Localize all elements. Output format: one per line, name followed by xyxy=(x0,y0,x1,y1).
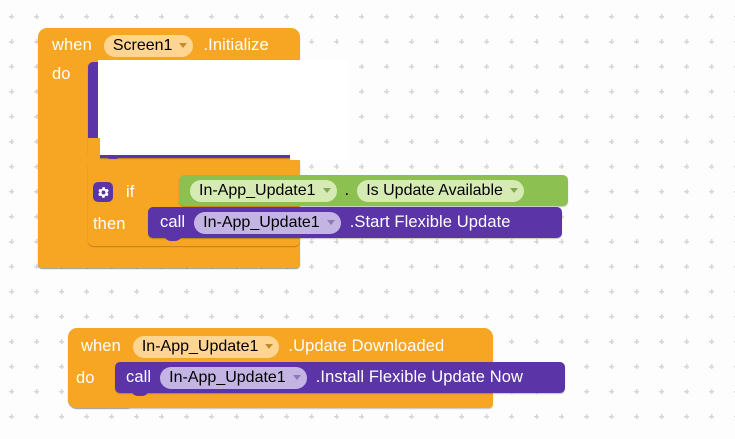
when-keyword: when xyxy=(52,36,92,54)
chevron-down-icon xyxy=(326,219,335,225)
if-block-upper-fill xyxy=(88,138,100,168)
statement-notch-occluded xyxy=(104,152,122,159)
property-dropdown-label: Is Update Available xyxy=(366,181,503,199)
call-keyword: call xyxy=(126,368,152,386)
chevron-down-icon xyxy=(322,187,331,193)
component-dropdown-label: In-App_Update1 xyxy=(141,337,259,355)
chevron-down-icon xyxy=(509,187,518,193)
white-occlusion-overlay-right xyxy=(290,62,348,160)
component-dropdown-inapp-update1-event[interactable]: In-App_Update1 xyxy=(132,335,280,358)
call-method-label: .Install Flexible Update Now xyxy=(315,368,524,386)
white-occlusion-overlay-lower xyxy=(98,60,348,68)
event-header-update-downloaded[interactable]: when In-App_Update1 .Update Downloaded xyxy=(81,334,444,359)
event-block-screen1-foot xyxy=(38,246,300,268)
statement-notch-then xyxy=(164,234,182,241)
do-socket-label-group1: do xyxy=(52,62,71,86)
property-getter-row[interactable]: In-App_Update1 . Is Update Available xyxy=(190,179,524,202)
chevron-down-icon xyxy=(179,42,188,48)
component-dropdown-inapp-update1-call2[interactable]: In-App_Update1 xyxy=(160,366,307,389)
component-dropdown-inapp-update1-getter[interactable]: In-App_Update1 xyxy=(190,179,337,202)
chevron-down-icon xyxy=(292,374,301,380)
component-dropdown-inapp-update1-call1[interactable]: In-App_Update1 xyxy=(194,211,341,234)
gear-icon[interactable] xyxy=(93,182,113,202)
call-method-label: .Start Flexible Update xyxy=(349,213,511,231)
statement-notch-do-group2 xyxy=(131,389,149,396)
do-keyword: do xyxy=(52,64,71,83)
component-dropdown-label: In-App_Update1 xyxy=(169,368,286,386)
component-dropdown-label: In-App_Update1 xyxy=(199,181,316,199)
call-row-start-flexible-update[interactable]: call In-App_Update1 .Start Flexible Upda… xyxy=(160,211,511,234)
call-row-install-flexible-update-now[interactable]: call In-App_Update1 .Install Flexible Up… xyxy=(126,366,523,389)
chevron-down-icon xyxy=(265,343,274,349)
event-method-label: .Update Downloaded xyxy=(288,337,445,355)
property-dropdown-is-update-available[interactable]: Is Update Available xyxy=(357,179,524,202)
event-header-screen1[interactable]: when Screen1 .Initialize xyxy=(52,33,269,58)
component-dropdown-label: In-App_Update1 xyxy=(203,213,320,231)
do-keyword: do xyxy=(76,368,95,387)
call-keyword: call xyxy=(160,213,186,231)
component-dropdown-screen1[interactable]: Screen1 xyxy=(103,34,194,57)
then-row: then xyxy=(93,212,126,236)
event-method-label: .Initialize xyxy=(203,36,269,54)
getter-dot: . xyxy=(344,181,350,199)
when-keyword: when xyxy=(81,337,121,355)
if-keyword: if xyxy=(126,182,135,201)
event-block-update-downloaded-foot xyxy=(68,390,493,408)
component-dropdown-label: Screen1 xyxy=(112,36,173,54)
if-row[interactable]: if xyxy=(93,180,134,204)
then-keyword: then xyxy=(93,214,126,233)
do-socket-label-group2: do xyxy=(76,366,95,390)
